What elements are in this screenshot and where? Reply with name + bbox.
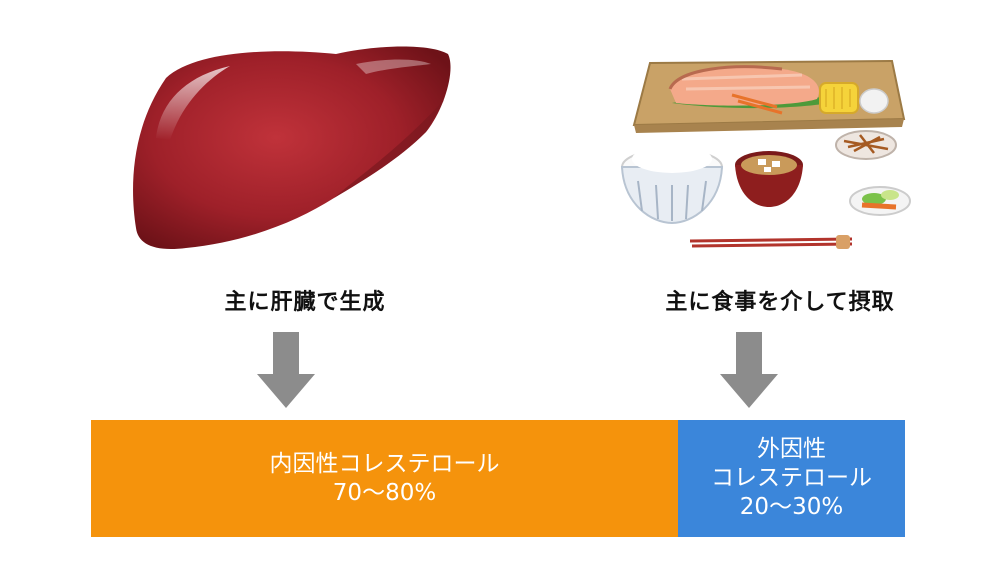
- liver-caption: 主に肝臓で生成: [224, 290, 386, 315]
- diet-caption: 主に食事を介して摂取: [665, 290, 895, 315]
- external-label-line1: 外因性: [757, 436, 826, 462]
- external-cholesterol-segment: 外因性 コレステロール 20～30%: [678, 420, 905, 537]
- external-label-line2: コレステロール: [711, 465, 872, 491]
- japanese-meal-icon: [620, 59, 911, 249]
- down-arrow-icon: [257, 332, 315, 408]
- liver-icon: [133, 46, 451, 250]
- internal-cholesterol-segment: 内因性コレステロール 70～80%: [91, 420, 678, 537]
- internal-label: 内因性コレステロール: [269, 450, 500, 477]
- down-arrow-icon: [720, 332, 778, 408]
- internal-percent: 70～80%: [332, 479, 437, 506]
- external-percent: 20～30%: [739, 494, 844, 520]
